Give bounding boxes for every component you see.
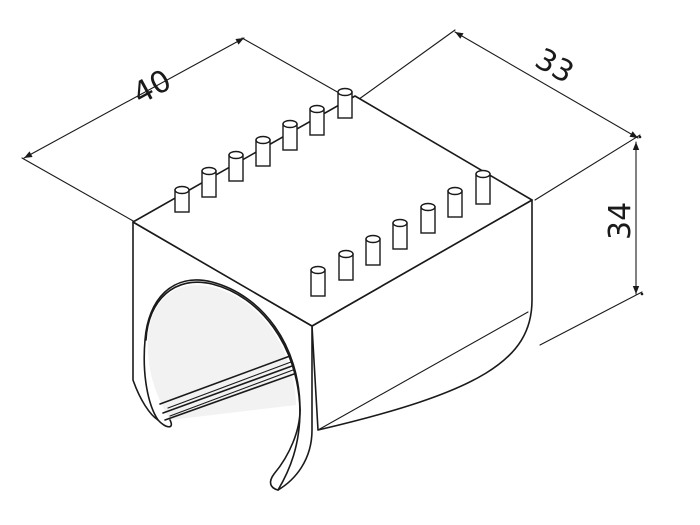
pin-row-back	[174, 87, 353, 213]
pin	[337, 87, 353, 119]
front-lower-lip	[157, 419, 173, 428]
bore-rail	[159, 355, 291, 405]
pin	[392, 218, 408, 250]
pin	[282, 119, 298, 151]
pin	[338, 249, 354, 281]
dimension-end-ticks	[638, 135, 644, 296]
bore-rail-bottom	[164, 373, 295, 421]
bore-rail-lower	[162, 365, 293, 414]
top-face	[132, 95, 533, 327]
pin	[255, 135, 271, 167]
dimension-width-label: 40	[127, 63, 177, 112]
pin	[447, 186, 463, 218]
bore-back-edge	[145, 281, 301, 411]
part-body	[132, 95, 533, 491]
bore-rail-hatch	[167, 361, 294, 417]
pin	[365, 234, 381, 266]
pin	[201, 166, 217, 198]
pin	[420, 202, 436, 234]
pin	[174, 185, 190, 213]
right-face-edge-line	[317, 311, 529, 431]
pin	[310, 265, 326, 297]
pin	[475, 169, 491, 205]
front-right-lip	[269, 409, 301, 491]
pin	[228, 150, 244, 182]
dimension-height-label: 34	[603, 202, 638, 240]
right-side-face	[311, 199, 533, 431]
dimension-depth-label: 33	[529, 42, 580, 91]
dimension-height: 34	[539, 141, 643, 346]
pin	[309, 104, 325, 136]
pin-row-front	[310, 169, 491, 297]
